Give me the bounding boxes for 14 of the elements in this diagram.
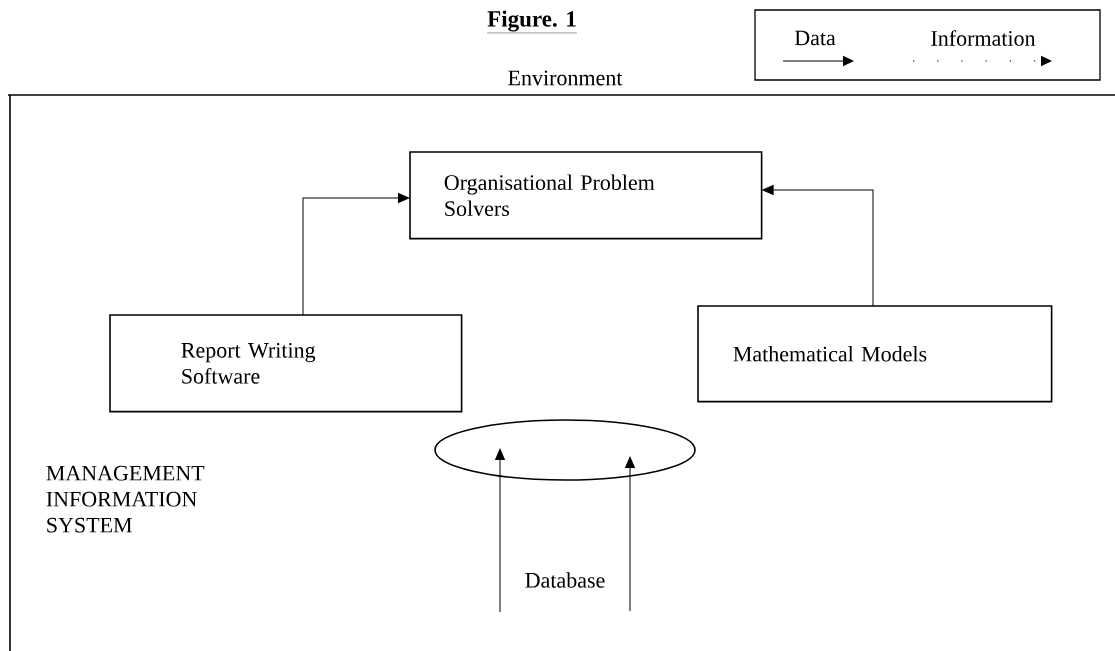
figure-title: Figure. 1 bbox=[487, 10, 578, 34]
database-label: Database bbox=[525, 572, 605, 588]
legend-text: Information bbox=[931, 30, 1036, 46]
system-label: MANAGEMENT INFORMATION SYSTEM bbox=[46, 465, 205, 533]
arrow bbox=[762, 185, 874, 307]
frame-heading: Environment bbox=[508, 70, 623, 86]
process-box: Mathematical Models bbox=[697, 305, 1053, 403]
legend-text: Data bbox=[794, 30, 836, 46]
process-box: Organisational Problem Solvers bbox=[409, 151, 763, 240]
process-box: Report Writing Software bbox=[109, 314, 463, 413]
arrow bbox=[625, 456, 635, 612]
arrow bbox=[495, 448, 505, 613]
arrow bbox=[302, 193, 410, 316]
database-ellipse bbox=[434, 419, 696, 481]
